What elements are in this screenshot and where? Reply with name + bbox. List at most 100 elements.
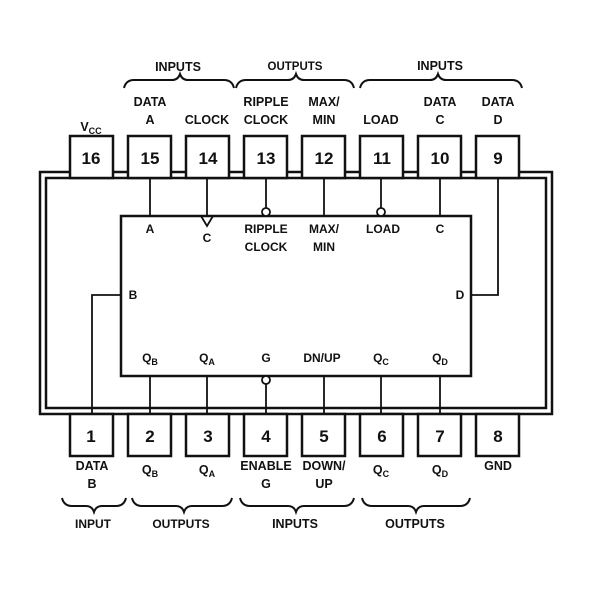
pin7-number: 7 xyxy=(435,427,444,446)
pin7-box xyxy=(416,412,463,458)
ripple-clock-inversion-bubble xyxy=(261,207,271,217)
pin14-number: 14 xyxy=(199,149,218,168)
bottom-brace-input xyxy=(61,497,127,516)
bottom-group-braces xyxy=(61,497,471,516)
bottom-pin-boxes xyxy=(68,412,521,458)
top-group-labels: INPUTS OUTPUTS INPUTS xyxy=(155,59,463,74)
chip-label-data-c: C xyxy=(436,222,445,236)
pin4-box xyxy=(242,412,289,458)
pin3-box xyxy=(184,412,231,458)
bottom-brace-inputs xyxy=(239,497,355,516)
pin12-label-line2: MIN xyxy=(313,113,336,127)
pin11-number: 11 xyxy=(373,149,391,168)
pin16-number: 16 xyxy=(82,149,101,168)
bottom-group-inputs: INPUTS xyxy=(272,517,318,531)
bottom-group-labels: INPUT OUTPUTS INPUTS OUTPUTS xyxy=(75,517,445,531)
top-brace-inputs-left xyxy=(123,70,235,89)
chip-label-clock: CLOCK xyxy=(245,240,288,254)
connection-lines xyxy=(91,178,499,414)
chip-label-qc: QC xyxy=(373,351,389,367)
pin6-label: QC xyxy=(373,463,390,479)
chip-label-min: MIN xyxy=(313,240,335,254)
pin13-label-line2: CLOCK xyxy=(244,113,288,127)
chip-label-dnup: DN/UP xyxy=(303,351,340,365)
pin9-number: 9 xyxy=(493,149,502,168)
pin4-label-line1: ENABLE xyxy=(240,459,291,473)
pin4-number: 4 xyxy=(261,427,271,446)
pin11-label: LOAD xyxy=(363,113,398,127)
wire-pin9 xyxy=(471,178,499,296)
clock-edge-marker xyxy=(200,215,214,228)
pin15-number: 15 xyxy=(141,149,160,168)
chip-label-ripple: RIPPLE xyxy=(244,222,287,236)
top-group-inputs-right: INPUTS xyxy=(417,59,463,73)
pin8-label: GND xyxy=(484,459,512,473)
top-pin-labels: VCC DATA A CLOCK RIPPLE CLOCK MAX/ MIN L… xyxy=(80,95,514,136)
pin2-box xyxy=(126,412,173,458)
pin1-label-line1: DATA xyxy=(76,459,109,473)
pin10-label-line1: DATA xyxy=(424,95,457,109)
pin9-box xyxy=(474,134,521,180)
bottom-group-outputs-right: OUTPUTS xyxy=(385,517,445,531)
pin1-label-line2: B xyxy=(87,477,96,491)
pin14-label: CLOCK xyxy=(185,113,229,127)
chip-label-d: D xyxy=(456,288,465,302)
chip-label-b: B xyxy=(129,288,138,302)
bottom-pin-numbers: 1 2 3 4 5 6 7 8 xyxy=(86,427,502,446)
bottom-group-outputs-left: OUTPUTS xyxy=(152,517,209,531)
top-pin-numbers: 16 15 14 13 12 11 10 9 xyxy=(82,149,503,168)
package-outer-border xyxy=(38,170,554,416)
bottom-brace-outputs-left xyxy=(131,497,233,516)
pin5-box xyxy=(300,412,347,458)
pin13-label-line1: RIPPLE xyxy=(243,95,288,109)
pin13-box xyxy=(242,134,289,180)
pin5-label-line2: UP xyxy=(315,477,332,491)
pin12-number: 12 xyxy=(315,149,334,168)
pin10-number: 10 xyxy=(431,149,450,168)
pin8-number: 8 xyxy=(493,427,502,446)
pin12-label-line1: MAX/ xyxy=(308,95,340,109)
pin15-label-line1: DATA xyxy=(134,95,167,109)
pin5-number: 5 xyxy=(319,427,328,446)
top-group-braces xyxy=(123,70,523,89)
pin3-label: QA xyxy=(199,463,216,479)
pin16-label: VCC xyxy=(80,120,102,136)
top-group-outputs: OUTPUTS xyxy=(268,61,323,73)
package-inner-border xyxy=(44,176,548,410)
pin15-box xyxy=(126,134,173,180)
top-brace-inputs-right xyxy=(359,70,523,89)
package-outline xyxy=(38,170,554,416)
pin1-box xyxy=(68,412,115,458)
pin15-label-line2: A xyxy=(145,113,154,127)
load-inversion-bubble xyxy=(376,207,386,217)
pin2-number: 2 xyxy=(145,427,154,446)
top-group-inputs-left: INPUTS xyxy=(155,60,201,74)
bottom-brace-outputs-right xyxy=(361,497,471,516)
pin3-number: 3 xyxy=(203,427,212,446)
chip-internal-labels: A C RIPPLE CLOCK MAX/ MIN LOAD C B D QB … xyxy=(129,222,465,367)
pin9-label-line1: DATA xyxy=(482,95,515,109)
pin10-label-line2: C xyxy=(435,113,444,127)
enable-inversion-bubble xyxy=(261,375,271,385)
chip-label-qa: QA xyxy=(199,351,215,367)
pin9-label-line2: D xyxy=(493,113,502,127)
chip-label-load: LOAD xyxy=(366,222,400,236)
pin10-box xyxy=(416,134,463,180)
chip-label-clock-c: C xyxy=(203,231,212,245)
chip-label-g: G xyxy=(261,351,270,365)
top-pin-boxes xyxy=(68,134,521,180)
pin14-box xyxy=(184,134,231,180)
logic-block xyxy=(119,214,473,378)
wire-pin1 xyxy=(91,294,121,414)
pin6-number: 6 xyxy=(377,427,386,446)
chip-label-qd: QD xyxy=(432,351,448,367)
pin7-label: QD xyxy=(432,463,449,479)
pin1-number: 1 xyxy=(86,427,95,446)
top-brace-outputs xyxy=(235,70,355,89)
pin13-number: 13 xyxy=(257,149,276,168)
logic-markers xyxy=(200,207,386,385)
pin6-box xyxy=(358,412,405,458)
pin2-label: QB xyxy=(142,463,159,479)
pin5-label-line1: DOWN/ xyxy=(302,459,346,473)
